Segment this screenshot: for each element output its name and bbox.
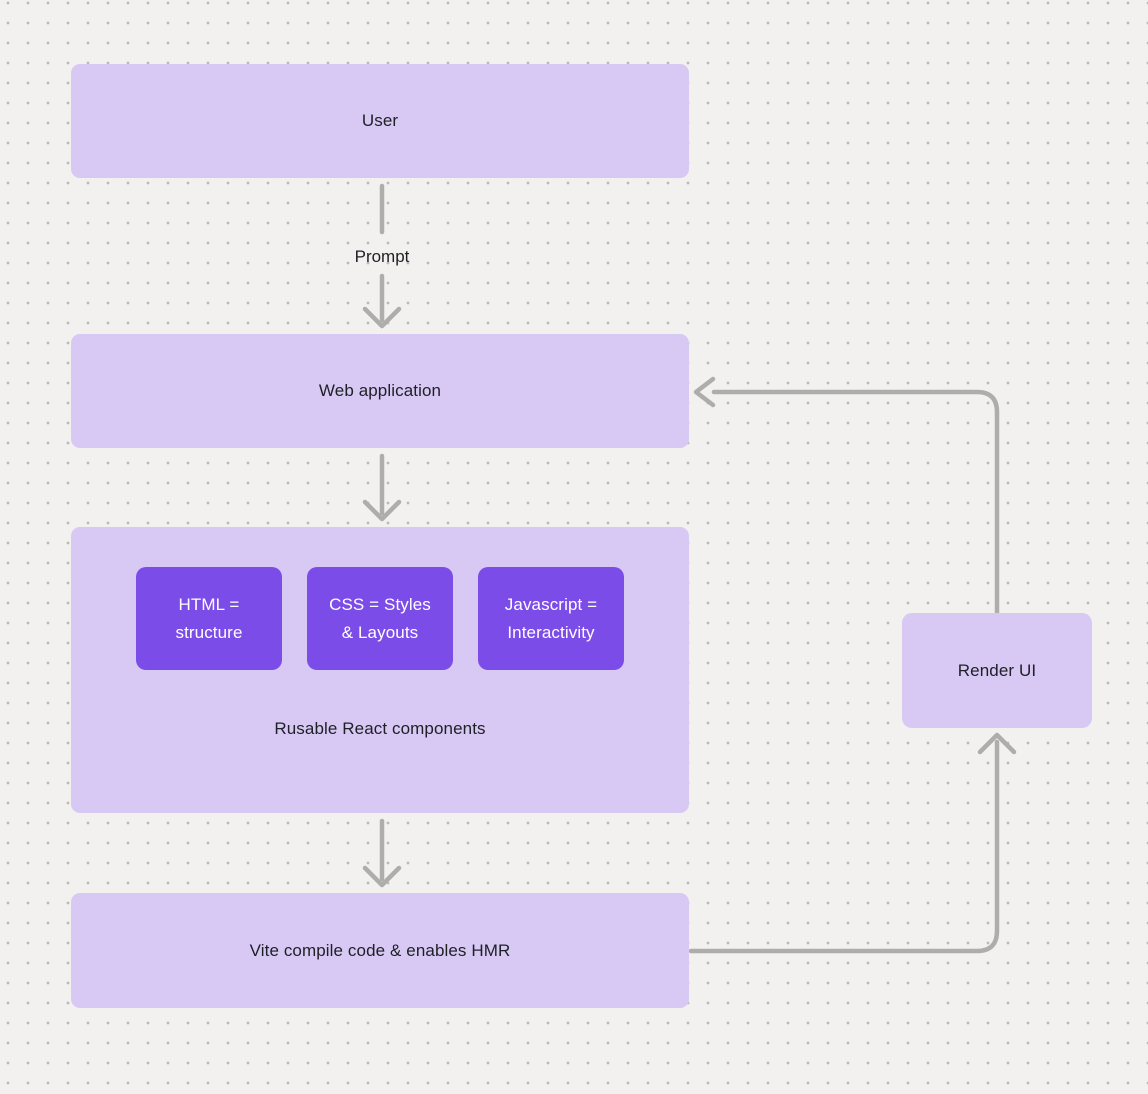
connector-render-to-web xyxy=(711,389,1000,616)
edge-label-prompt: Prompt xyxy=(354,247,410,266)
chip-css[interactable]: CSS = Styles & Layouts xyxy=(307,567,453,670)
arrowhead-left-web xyxy=(693,376,716,408)
components-caption: Rusable React components xyxy=(274,719,486,738)
chip-javascript[interactable]: Javascript = Interactivity xyxy=(478,567,624,670)
node-react-components[interactable]: HTML = structure CSS = Styles & Layouts … xyxy=(71,527,689,813)
node-render-ui-label: Render UI xyxy=(957,660,1037,680)
chip-css-label: CSS = Styles & Layouts xyxy=(329,594,431,642)
node-user-label: User xyxy=(361,111,399,130)
node-render-ui[interactable]: Render UI xyxy=(902,613,1092,728)
arrowhead-down-vite xyxy=(362,865,402,888)
arrowhead-down-components xyxy=(362,499,402,522)
arrowhead-up-render xyxy=(977,732,1017,755)
chip-javascript-label: Javascript = Interactivity xyxy=(504,594,598,642)
chip-html[interactable]: HTML = structure xyxy=(136,567,282,670)
components-chip-row: HTML = structure CSS = Styles & Layouts … xyxy=(71,567,689,670)
node-vite-label: Vite compile code & enables HMR xyxy=(249,940,511,960)
connector-vite-to-render xyxy=(688,739,1000,954)
node-web-application[interactable]: Web application xyxy=(71,334,689,448)
node-web-application-label: Web application xyxy=(318,381,442,400)
chip-html-label: HTML = structure xyxy=(175,594,243,642)
node-user[interactable]: User xyxy=(71,64,689,178)
arrowhead-down-web xyxy=(362,306,402,329)
node-vite[interactable]: Vite compile code & enables HMR xyxy=(71,893,689,1008)
